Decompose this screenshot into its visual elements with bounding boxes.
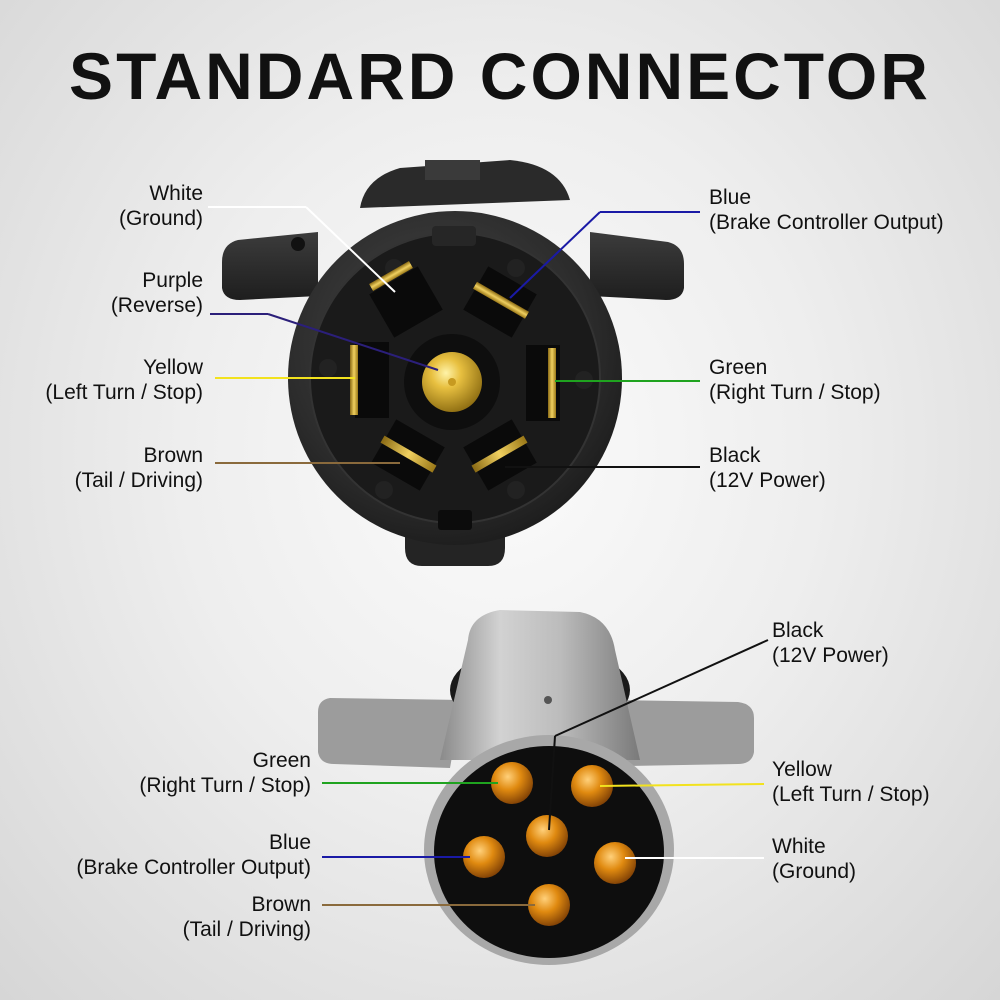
leader-plug-black xyxy=(554,639,769,737)
wire-color-name: Black xyxy=(709,444,761,467)
plug-left-ear xyxy=(318,698,462,768)
plug-pin xyxy=(526,815,568,857)
wire-function: (Ground) xyxy=(118,207,203,230)
wire-color-name: Blue xyxy=(709,186,752,209)
socket-leader-lines xyxy=(208,206,700,468)
socket-pin-well xyxy=(350,342,389,418)
socket-pin-well xyxy=(463,419,537,491)
socket-dimple xyxy=(319,359,337,377)
leader-plug-black xyxy=(548,735,556,831)
wire-function: (Brake Controller Output) xyxy=(709,211,944,234)
plug-pin xyxy=(528,884,570,926)
socket-label-blue: Blue (Brake Controller Output) xyxy=(709,185,944,235)
leader-plug-yellow xyxy=(599,783,765,787)
plug-body xyxy=(440,610,640,760)
wire-color-name: Blue xyxy=(268,831,311,854)
wire-function: (Brake Controller Output) xyxy=(76,856,311,879)
plug-leader-lines xyxy=(322,639,769,906)
socket-dimple xyxy=(507,481,525,499)
wire-color-name: Purple xyxy=(142,269,203,292)
plug-label-blue: Blue (Brake Controller Output) xyxy=(76,830,311,880)
socket-label-black: Black (12V Power) xyxy=(709,443,826,493)
wire-color-name: Green xyxy=(252,749,311,772)
plug-pin xyxy=(491,762,533,804)
socket-center-pin-tip xyxy=(448,378,456,386)
wire-function: (Left Turn / Stop) xyxy=(45,381,203,404)
plug-connector xyxy=(318,610,754,965)
socket-right-ear xyxy=(590,232,684,300)
socket-dimple xyxy=(507,259,525,277)
leader-socket-blue xyxy=(509,211,601,299)
wire-color-name: Brown xyxy=(251,893,311,916)
wire-function: (Tail / Driving) xyxy=(74,469,203,492)
socket-label-yellow: Yellow (Left Turn / Stop) xyxy=(45,355,203,405)
leader-socket-purple xyxy=(267,313,439,371)
socket-label-purple: Purple (Reverse) xyxy=(111,268,203,318)
plug-body-rivet xyxy=(544,696,552,704)
socket-key-top xyxy=(432,226,476,246)
wire-function: (Tail / Driving) xyxy=(182,918,311,941)
plug-pin xyxy=(571,765,613,807)
wire-function: (12V Power) xyxy=(709,469,826,492)
wire-function: (12V Power) xyxy=(772,644,889,667)
plug-pin xyxy=(594,842,636,884)
wire-function: (Right Turn / Stop) xyxy=(139,774,311,797)
wire-color-name: Yellow xyxy=(772,758,832,781)
plug-label-yellow: Yellow (Left Turn / Stop) xyxy=(772,757,930,807)
socket-pin-well xyxy=(526,345,560,421)
leader-socket-white xyxy=(305,206,396,293)
wire-color-name: Brown xyxy=(143,444,203,467)
plug-label-green: Green (Right Turn / Stop) xyxy=(139,748,311,798)
plug-pin xyxy=(463,836,505,878)
socket-connector xyxy=(222,160,684,566)
wire-color-name: White xyxy=(149,182,203,205)
wire-function: (Reverse) xyxy=(110,294,203,317)
socket-label-brown: Brown (Tail / Driving) xyxy=(75,443,203,493)
wire-color-name: White xyxy=(772,835,826,858)
socket-top-hood xyxy=(360,160,570,208)
socket-pin-well xyxy=(371,419,445,491)
socket-label-green: Green (Right Turn / Stop) xyxy=(709,355,881,405)
wire-function: (Right Turn / Stop) xyxy=(709,381,881,404)
plug-right-ear xyxy=(612,700,754,766)
plug-label-brown: Brown (Tail / Driving) xyxy=(183,892,311,942)
socket-left-ear-hole xyxy=(291,237,305,251)
socket-pin-well xyxy=(463,266,537,338)
plug-label-white: White (Ground) xyxy=(772,834,856,884)
socket-key-bottom xyxy=(438,510,472,530)
socket-hood-notch xyxy=(425,160,480,180)
plug-label-black: Black (12V Power) xyxy=(772,618,889,668)
socket-label-white: White (Ground) xyxy=(119,181,203,231)
wire-function: (Left Turn / Stop) xyxy=(772,783,930,806)
wire-function: (Ground) xyxy=(772,860,857,883)
page-title: STANDARD CONNECTOR xyxy=(69,39,931,113)
wire-color-name: Yellow xyxy=(143,356,203,379)
socket-dimple xyxy=(375,481,393,499)
wire-color-name: Black xyxy=(772,619,824,642)
wire-color-name: Green xyxy=(709,356,768,379)
